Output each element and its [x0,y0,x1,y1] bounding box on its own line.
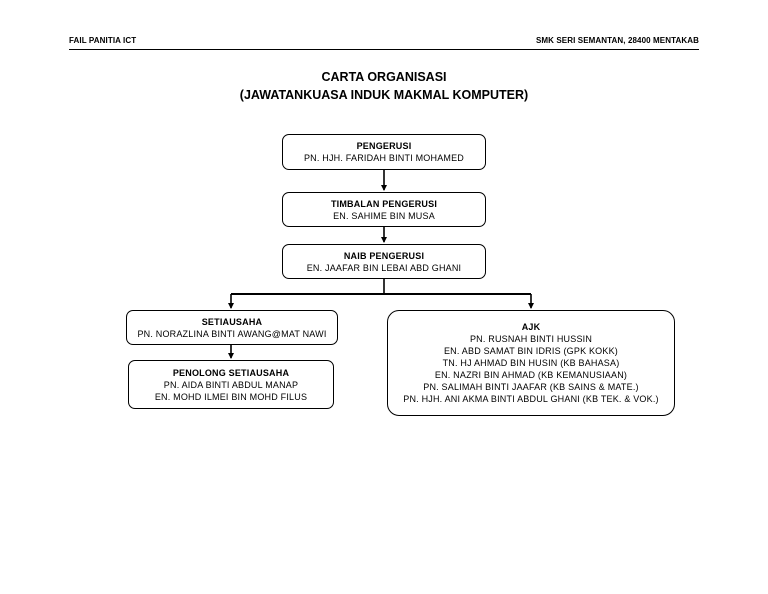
header-divider [69,49,699,50]
chart-subtitle: (JAWATANKUASA INDUK MAKMAL KOMPUTER) [239,88,529,102]
role-penolong: PENOLONG SETIAUSAHA [172,367,290,378]
member-ajk-6: PN. HJH. ANI AKMA BINTI ABDUL GHANI (KB … [403,394,659,404]
role-naib: NAIB PENGERUSI [343,250,425,261]
role-pengerusi: PENGERUSI [356,141,412,151]
member-ajk-4: EN. NAZRI BIN AHMAD (KB KEMANUSIAAN) [434,370,628,380]
member-ajk-2: EN. ABD SAMAT BIN IDRIS (GPK KOKK) [443,346,618,356]
role-setiausaha: SETIAUSAHA [201,316,263,327]
box-timbalan-pengerusi: TIMBALAN PENGERUSI EN. SAHIME BIN MUSA [282,192,486,227]
box-naib-pengerusi: NAIB PENGERUSI EN. JAAFAR BIN LEBAI ABD … [282,244,486,279]
box-ajk: AJK PN. RUSNAH BINTI HUSSIN EN. ABD SAMA… [387,310,675,416]
role-ajk: AJK [521,322,541,332]
member-ajk-1: PN. RUSNAH BINTI HUSSIN [469,334,593,344]
member-naib: EN. JAAFAR BIN LEBAI ABD GHANI [306,262,462,273]
header-right: SMK SERI SEMANTAN, 28400 MENTAKAB [535,36,699,45]
chart-title: CARTA ORGANISASI [321,70,447,84]
role-timbalan: TIMBALAN PENGERUSI [330,198,438,209]
member-ajk-3: TN. HJ AHMAD BIN HUSIN (KB BAHASA) [442,358,620,368]
member-penolong-1: PN. AIDA BINTI ABDUL MANAP [163,379,299,390]
member-pengerusi: PN. HJH. FARIDAH BINTI MOHAMED [303,153,464,163]
member-timbalan: EN. SAHIME BIN MUSA [333,210,435,221]
header-left: FAIL PANITIA ICT [69,36,137,45]
member-penolong-2: EN. MOHD ILMEI BIN MOHD FILUS [154,391,308,402]
member-setiausaha: PN. NORAZLINA BINTI AWANG@MAT NAWI [137,328,327,339]
box-penolong-setiausaha: PENOLONG SETIAUSAHA PN. AIDA BINTI ABDUL… [128,360,334,409]
member-ajk-5: PN. SALIMAH BINTI JAAFAR (KB SAINS & MAT… [423,382,639,392]
box-setiausaha: SETIAUSAHA PN. NORAZLINA BINTI AWANG@MAT… [126,310,338,345]
box-pengerusi: PENGERUSI PN. HJH. FARIDAH BINTI MOHAMED [282,134,486,170]
